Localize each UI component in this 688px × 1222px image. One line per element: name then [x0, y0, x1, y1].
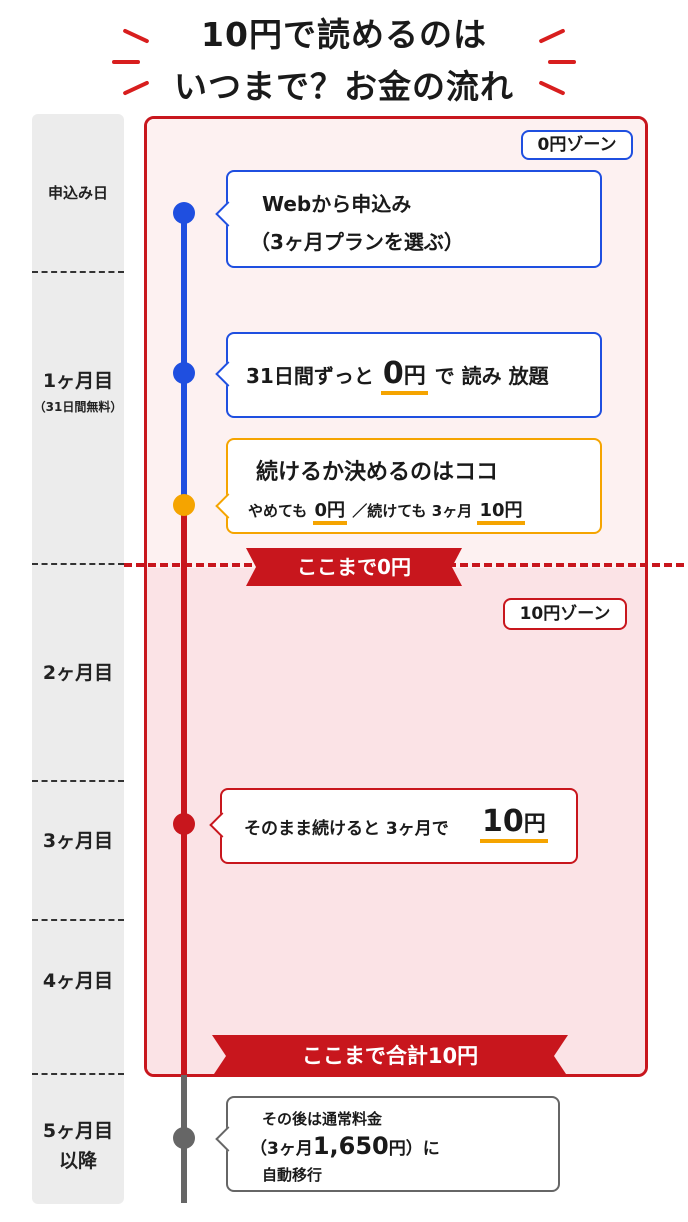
title-line-2: いつまで？お金の流れ: [174, 67, 514, 106]
card-free-period: 31日間ずっと 0円 で 読み 放題: [226, 332, 602, 418]
card-after-num: 1,650: [312, 1132, 389, 1160]
sidebar-label-month2: 2ヶ月目: [42, 662, 114, 684]
card-after: その後は通常料金 （3ヶ月1,650円）に 自動移行: [226, 1096, 560, 1192]
banner-notch-icon: [246, 548, 256, 586]
card-decide-b-amount: 10円: [477, 500, 525, 525]
timeline-dot-free: [173, 362, 195, 384]
timeline-sidebar: [32, 114, 124, 1204]
sidebar-label-month1-note: （31日間無料）: [33, 400, 123, 414]
card-continue-text: そのまま続けると 3ヶ月で: [244, 819, 449, 839]
sidebar-label-signup: 申込み日: [47, 184, 108, 202]
card-free-num: 0: [382, 356, 404, 391]
timeline-line-blue: [181, 213, 187, 505]
card-continue-num: 10: [482, 804, 524, 839]
zone-0-tag: 0円ゾーン: [521, 130, 633, 160]
zone-10-tag: 10円ゾーン: [503, 598, 627, 630]
card-decide-sep: ／続けても: [352, 502, 427, 520]
card-free-pre: 31日間ずっと: [246, 364, 374, 388]
timeline-dot-decide: [173, 494, 195, 516]
accent-ray-icon: [548, 60, 576, 64]
card-continue: そのまま続けると 3ヶ月で 10円: [220, 788, 578, 864]
banner-notch-icon: [452, 548, 462, 586]
timeline-dot-continue: [173, 813, 195, 835]
card-signup-sub: （3ヶ月プランを選ぶ）: [250, 230, 464, 254]
card-free-text: 31日間ずっと 0円 で 読み 放題: [246, 356, 549, 395]
accent-ray-icon: [112, 60, 140, 64]
card-after-line2: （3ヶ月1,650円）に: [250, 1132, 440, 1160]
banner-notch-icon: [554, 1035, 568, 1077]
card-continue-amount: 10円: [480, 804, 548, 843]
sidebar-label-month4: 4ヶ月目: [42, 970, 114, 992]
card-free-post: で 読み 放題: [434, 364, 549, 388]
sidebar-label-month1: 1ヶ月目: [42, 370, 114, 392]
card-free-amount: 0円: [380, 356, 428, 395]
card-after-line3: 自動移行: [262, 1166, 323, 1184]
card-after-close: ）に: [405, 1139, 440, 1159]
card-decide-a: やめても: [248, 502, 308, 520]
title-line-1: 10円で読めるのは: [201, 15, 487, 54]
timeline-line-red: [181, 505, 187, 1075]
card-continue-yen: 円: [523, 812, 546, 837]
card-decide-title: 続けるか決めるのはココ: [256, 460, 499, 485]
timeline-dot-signup: [173, 202, 195, 224]
card-decide-detail: やめても 0円 ／続けても 3ヶ月 10円: [248, 496, 525, 525]
banner-up-to-total-10-yen: ここまで合計10円: [226, 1035, 554, 1077]
banner-up-to-0-yen: ここまで0円: [256, 548, 452, 586]
card-decide-a-amount: 0円: [312, 500, 348, 525]
sidebar-label-month5-sub: 以降: [58, 1150, 97, 1172]
sidebar-divider: [32, 271, 124, 273]
card-after-line1: その後は通常料金: [262, 1110, 383, 1128]
sidebar-divider: [32, 780, 124, 782]
card-free-yen: 円: [403, 364, 426, 389]
sidebar-label-month3: 3ヶ月目: [42, 830, 114, 852]
banner-notch-icon: [212, 1035, 226, 1077]
card-decide: 続けるか決めるのはココ やめても 0円 ／続けても 3ヶ月 10円: [226, 438, 602, 534]
sidebar-divider: [32, 1073, 124, 1075]
sidebar-label-month5: 5ヶ月目: [42, 1120, 114, 1142]
card-after-open: （3ヶ月: [250, 1139, 313, 1159]
timeline-dot-after: [173, 1127, 195, 1149]
card-decide-b: 3ヶ月: [431, 502, 473, 520]
card-continue-amount-underline: 10円: [480, 804, 548, 843]
sidebar-divider: [32, 563, 124, 565]
card-signup-title: Webから申込み: [262, 192, 412, 216]
sidebar-divider: [32, 919, 124, 921]
card-after-yen: 円: [388, 1139, 406, 1159]
card-signup: Webから申込み （3ヶ月プランを選ぶ）: [226, 170, 602, 268]
